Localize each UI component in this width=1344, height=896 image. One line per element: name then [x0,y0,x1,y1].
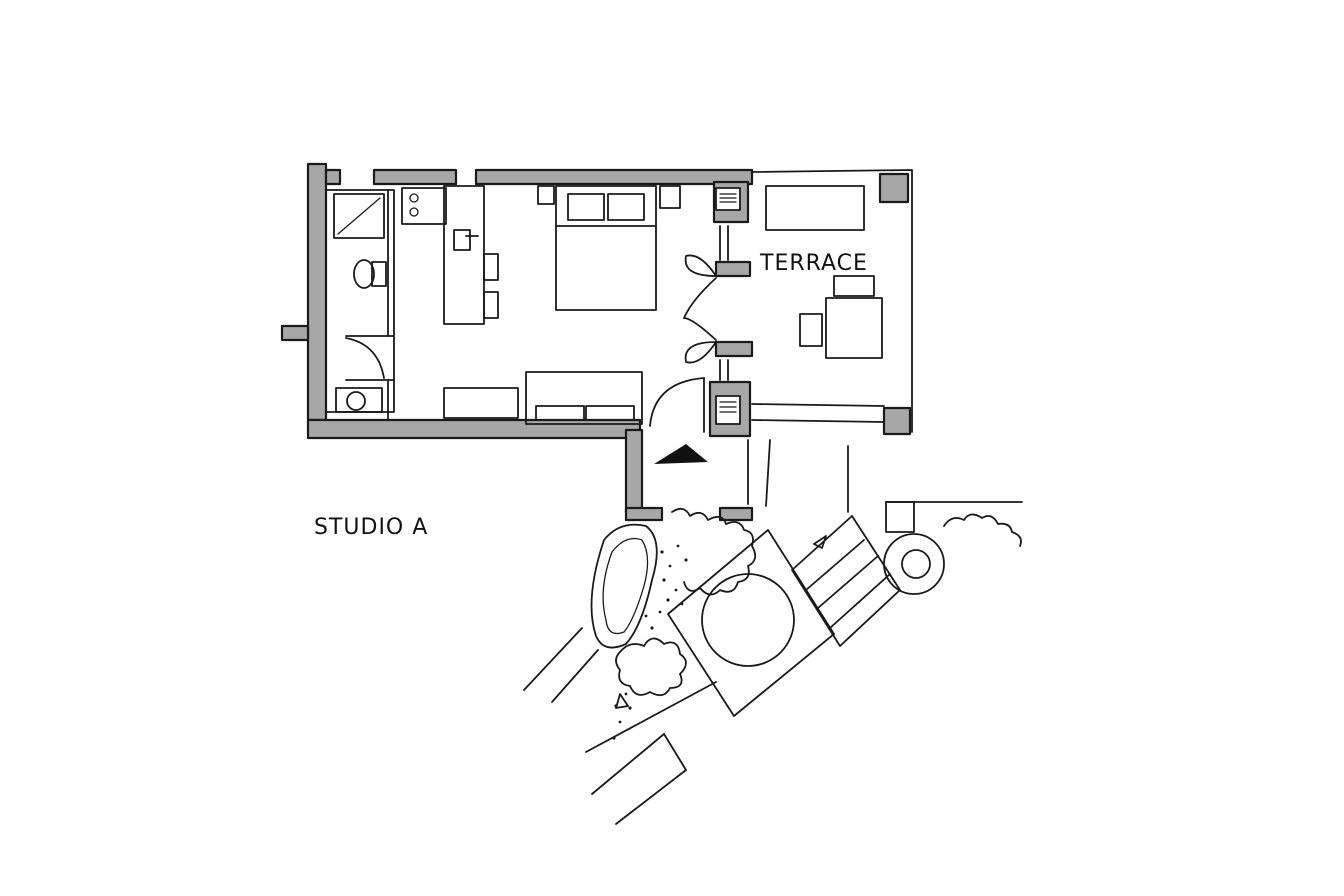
bedroom [537,185,681,311]
kitchen [401,185,499,325]
nightstand [537,185,555,205]
double-bed [555,185,657,311]
shower [333,193,385,239]
exterior-walls [280,162,912,522]
terrace-table [825,297,883,359]
pond [590,523,658,649]
terrace-label: TERRACE [759,251,868,276]
pillow [607,193,645,221]
chair [833,275,875,297]
storage-icon [715,395,741,425]
doors [649,187,741,433]
interior-linework [325,169,913,433]
stool [483,253,499,281]
shrub [943,513,1022,547]
gravel-stipple [612,544,688,740]
shrub [615,637,687,697]
sink-icon [335,387,383,413]
bench [443,387,519,419]
terrace-furniture [765,185,883,359]
studio-label: STUDIO A [314,515,428,540]
chair [799,313,823,347]
stool [483,291,499,319]
landscape [523,439,1023,825]
toilet-icon [353,259,387,289]
staircase [791,515,901,647]
patio-platform [667,529,835,717]
nightstand [659,185,681,209]
sofa-bed [525,371,643,425]
hob [401,187,447,225]
round-table [701,573,795,667]
kitchen-sink-icon [453,229,479,251]
living [443,371,643,425]
pillow [567,193,605,221]
bathroom [333,193,387,413]
daybed [765,185,865,231]
kitchen-counter [443,185,485,325]
storage-icon [715,187,741,211]
shrub [671,507,757,596]
planter [883,533,945,595]
entry-arrow-icon [654,444,708,464]
